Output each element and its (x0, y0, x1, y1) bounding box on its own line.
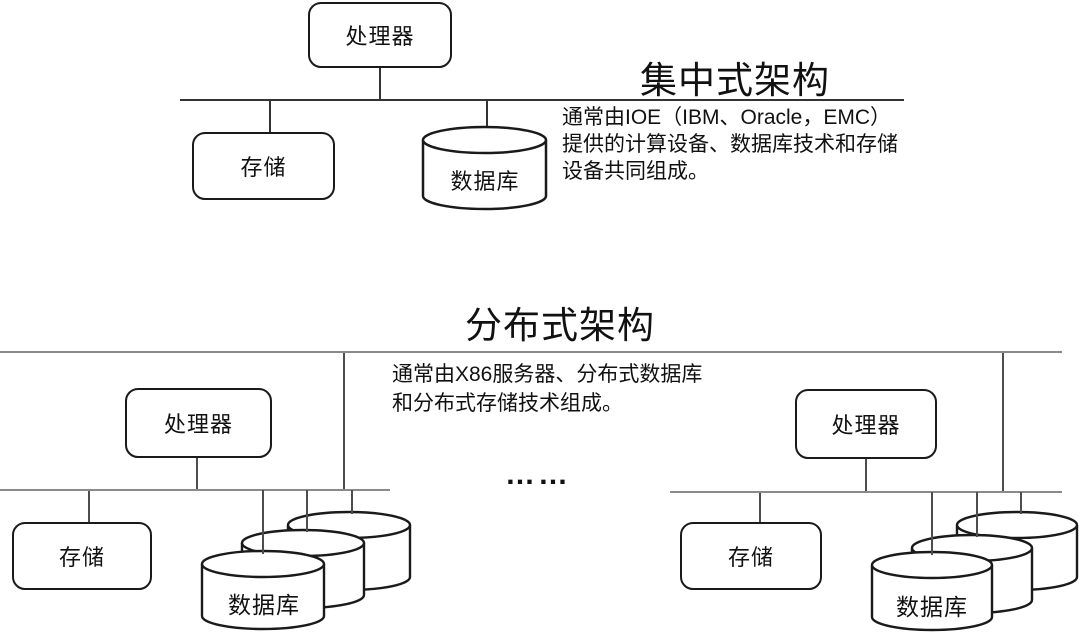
connector-processor-left (196, 458, 198, 490)
cylinder-top (870, 550, 994, 580)
processor-node-right-cluster: 处理器 (795, 389, 937, 459)
connector-database-top (486, 101, 488, 128)
storage-node-centralized: 存储 (192, 132, 335, 200)
bus-distributed-top (0, 351, 1062, 353)
cylinder-body (200, 564, 326, 631)
dropline-left-cluster (343, 353, 345, 490)
database-label-right-cluster: 数据库 (896, 594, 968, 620)
distributed-description-line: 和分布式存储技术组成。 (392, 392, 623, 415)
storage-label: 存储 (58, 545, 105, 570)
bus-left-cluster (0, 489, 390, 491)
storage-node-right-cluster: 存储 (680, 522, 822, 590)
cylinder-top (421, 125, 548, 155)
cylinder-body (870, 565, 994, 632)
cylinder-top (955, 510, 1079, 540)
storage-label: 存储 (727, 545, 774, 570)
centralized-description-line: 提供的计算设备、数据库技术和存储 (562, 133, 898, 156)
processor-node-left-cluster: 处理器 (125, 388, 272, 458)
connector-storage-top (269, 101, 271, 132)
storage-node-left-cluster: 存储 (12, 522, 152, 590)
database-cylinder-centralized (421, 125, 548, 211)
centralized-title: 集中式架构 (640, 60, 830, 101)
database-cylinder-stack-right (870, 492, 1079, 632)
processor-label: 处理器 (345, 24, 415, 49)
centralized-description: 通常由IOE（IBM、Oracle，EMC） 提供的计算设备、数据库技术和存储 … (562, 104, 898, 185)
centralized-description-line: 通常由IOE（IBM、Oracle，EMC） (562, 106, 892, 129)
distributed-title: 分布式架构 (465, 305, 655, 346)
processor-label: 处理器 (831, 413, 901, 438)
cylinder-body (421, 140, 548, 211)
connector-processor-top (379, 68, 381, 99)
cylinder-top (200, 549, 326, 579)
connector-storage-left (88, 491, 90, 522)
more-clusters-ellipsis: …… (505, 458, 571, 491)
database-cylinder-stack-left (200, 490, 412, 631)
distributed-description: 通常由X86服务器、分布式数据库 和分布式存储技术组成。 (392, 360, 702, 418)
storage-label: 存储 (240, 155, 287, 180)
bus-right-cluster (670, 491, 1062, 493)
connector-processor-right (865, 459, 867, 491)
processor-node-centralized: 处理器 (308, 2, 452, 68)
connector-storage-right (759, 493, 761, 522)
processor-label: 处理器 (163, 412, 233, 437)
database-label-left-cluster: 数据库 (228, 592, 300, 618)
centralized-description-line: 设备共同组成。 (562, 160, 709, 183)
database-label-centralized: 数据库 (450, 169, 520, 194)
distributed-description-line: 通常由X86服务器、分布式数据库 (392, 363, 703, 386)
bus-centralized (180, 99, 904, 101)
dropline-right-cluster (1002, 353, 1004, 492)
